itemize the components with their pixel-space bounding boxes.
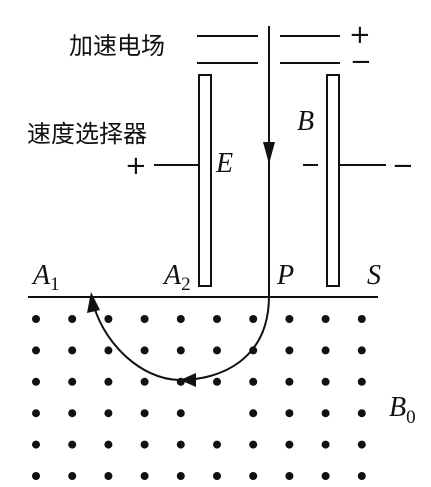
field-dot	[32, 440, 40, 449]
field-dot	[176, 472, 185, 480]
beam-direction-arrow	[263, 142, 275, 164]
field-dot	[285, 377, 294, 386]
field-dot	[140, 440, 149, 449]
field-dot	[32, 409, 40, 418]
field-dot	[321, 472, 330, 480]
label-b0-sub: 0	[406, 407, 416, 428]
selector-minus-sign: −	[392, 151, 414, 181]
field-dot	[104, 440, 113, 449]
field-dot	[321, 315, 330, 323]
label-a1-main: A	[31, 260, 51, 291]
field-dot	[140, 377, 149, 386]
electric-field-label: E	[215, 148, 233, 179]
field-dot	[321, 409, 330, 418]
field-dot	[249, 377, 258, 386]
field-dot	[213, 315, 221, 323]
label-b0: B0	[389, 392, 416, 428]
field-dot	[249, 409, 258, 418]
field-dot	[104, 315, 113, 323]
field-dot	[285, 409, 294, 418]
label-b0-main: B	[389, 392, 406, 423]
field-dot	[68, 472, 77, 480]
field-dot	[357, 346, 366, 355]
field-dot	[104, 472, 113, 480]
accel-field-label: 加速电场	[69, 32, 165, 60]
label-a2-sub: 2	[181, 274, 191, 295]
field-dot	[357, 409, 366, 418]
field-dot	[140, 409, 149, 418]
field-dot	[357, 315, 366, 323]
label-a2: A2	[162, 260, 191, 295]
accel-minus-sign: −	[350, 47, 372, 77]
field-dot	[176, 440, 185, 449]
accelerating-field	[197, 35, 340, 64]
label-a1-sub: 1	[50, 274, 60, 295]
field-dot	[176, 409, 185, 418]
field-dot	[285, 315, 294, 323]
label-p: P	[276, 260, 294, 291]
field-dot	[32, 315, 40, 323]
field-dot	[176, 315, 185, 323]
trajectory-end-arrow	[87, 292, 100, 313]
field-dot	[213, 472, 221, 480]
field-dot	[176, 346, 185, 355]
label-a1: A1	[31, 260, 60, 295]
field-dot	[68, 315, 77, 323]
field-dot	[32, 472, 40, 480]
label-s: S	[367, 260, 381, 291]
selector-left-plate	[198, 74, 212, 287]
field-dot	[68, 377, 77, 386]
field-dot	[104, 346, 113, 355]
field-dot	[176, 377, 185, 386]
particle-trajectory	[91, 295, 270, 382]
field-dot	[68, 409, 77, 418]
label-a2-main: A	[162, 260, 182, 291]
selector-plus-sign: +	[125, 151, 147, 181]
field-dot	[68, 440, 77, 449]
field-dot	[285, 440, 294, 449]
field-dot	[285, 346, 294, 355]
field-dot	[140, 472, 149, 480]
field-dot	[321, 346, 330, 355]
field-dot	[249, 472, 258, 480]
field-dot	[32, 346, 40, 355]
accel-plus-sign: +	[349, 20, 371, 50]
field-dot	[68, 346, 77, 355]
field-dot	[213, 377, 221, 386]
selector-right-plate	[326, 74, 340, 287]
field-dot	[249, 346, 258, 355]
field-dot	[140, 346, 149, 355]
field-dot	[104, 409, 113, 418]
field-dot	[213, 440, 221, 449]
field-dot	[357, 377, 366, 386]
magnetic-field-label: B	[297, 106, 314, 137]
trajectory-mid-arrow	[180, 373, 196, 387]
field-dot	[249, 315, 258, 323]
field-dot	[357, 472, 366, 480]
field-dot	[140, 315, 149, 323]
velocity-selector-label: 速度选择器	[27, 120, 147, 148]
field-dot	[357, 440, 366, 449]
field-dot	[321, 377, 330, 386]
field-dot	[104, 377, 113, 386]
field-dot	[32, 377, 40, 386]
field-dot	[321, 440, 330, 449]
field-dot	[213, 346, 221, 355]
field-dots	[32, 315, 366, 480]
field-dot	[285, 472, 294, 480]
field-dot	[249, 440, 258, 449]
